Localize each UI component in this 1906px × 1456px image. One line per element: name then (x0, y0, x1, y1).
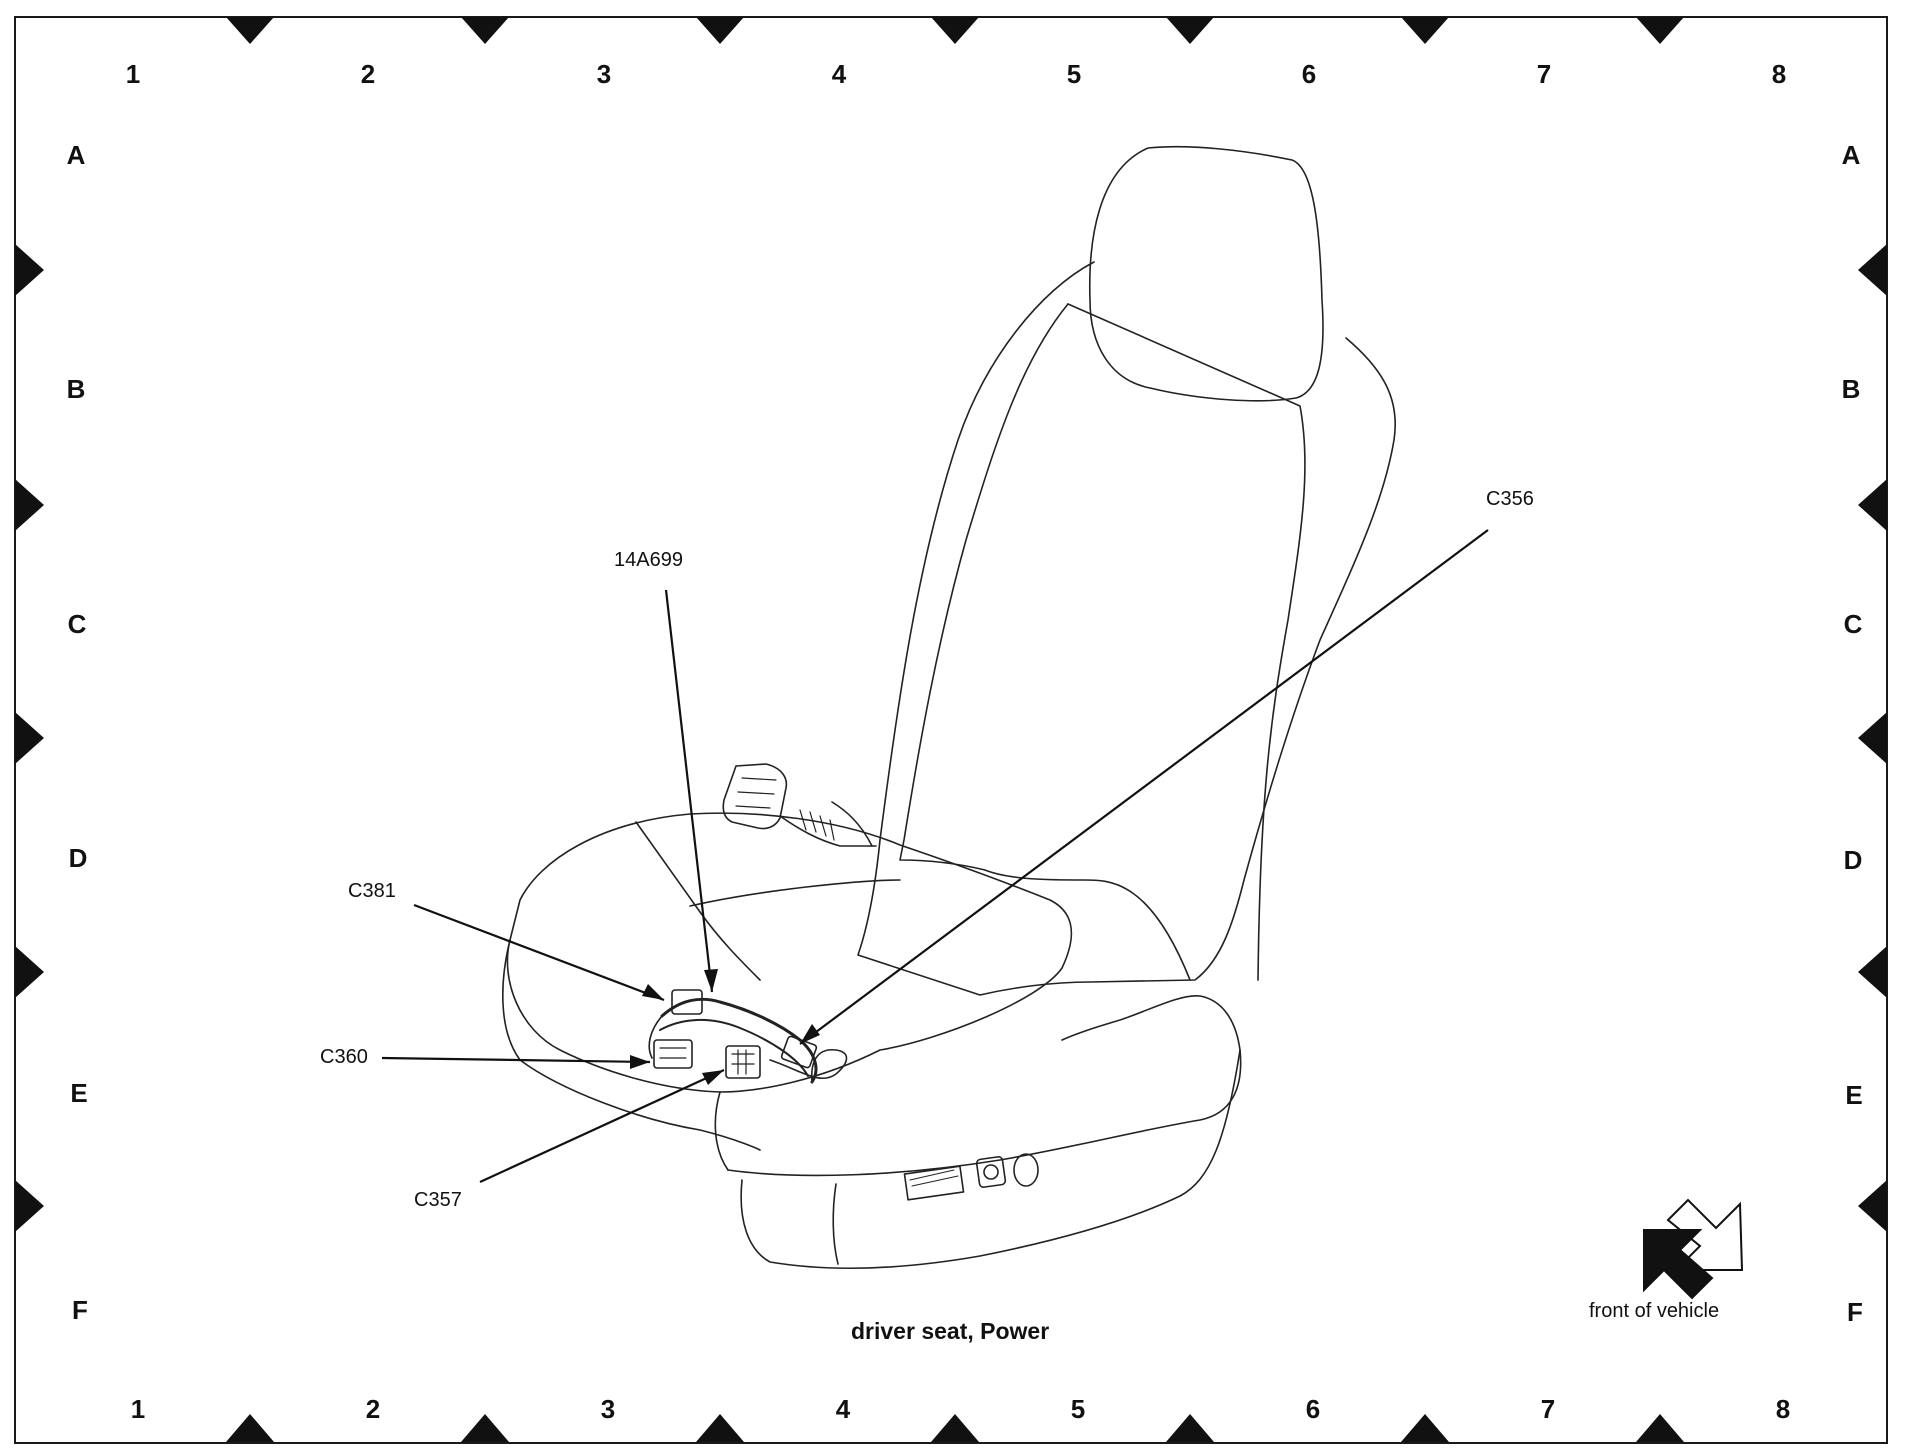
grid-row-right-e: E (1845, 1080, 1863, 1110)
connector-c381 (671, 989, 703, 1015)
connector-c360 (653, 1039, 693, 1069)
callout-c381: C381 (348, 880, 396, 902)
leader-c357 (479, 1069, 725, 1183)
diagram-caption: driver seat, Power (851, 1318, 1050, 1344)
frame-diamond-top-1 (226, 17, 274, 44)
connector-c357 (725, 1045, 761, 1079)
frame-diamond-bottom-2 (461, 1414, 509, 1442)
seat-base (727, 995, 1242, 1177)
leader-14a699 (664, 589, 714, 993)
grid-col-bottom-7: 7 (1540, 1394, 1556, 1424)
frame-diamond-top-5 (1166, 17, 1214, 44)
callout-c356: C356 (1486, 488, 1534, 510)
leader-c356 (799, 529, 1489, 1045)
wiring-harness (660, 997, 818, 1084)
frame-diamond-bottom-3 (696, 1414, 744, 1442)
grid-col-top-3: 3 (596, 59, 612, 89)
arrowhead-14a699 (704, 969, 718, 992)
seat-belt-buckle (722, 763, 788, 830)
grid-row-left-f: F (72, 1295, 88, 1325)
grid-col-top-2: 2 (360, 59, 376, 89)
grid-col-bottom-8: 8 (1775, 1394, 1791, 1424)
front-of-vehicle-arrow (1643, 1198, 1744, 1300)
grid-col-bottom-1: 1 (130, 1394, 146, 1424)
grid-col-top-6: 6 (1301, 59, 1317, 89)
arrowhead-c356 (800, 1024, 820, 1044)
arrowhead-c360 (630, 1055, 650, 1069)
frame-diamond-top-2 (461, 17, 509, 44)
frame-diamond-right-3 (1858, 712, 1887, 764)
seat-back-outer (857, 261, 1396, 996)
frame-diamond-top-4 (931, 17, 979, 44)
frame-diamond-right-5 (1858, 1180, 1887, 1232)
frame-diamond-left-2 (15, 479, 44, 531)
front-of-vehicle-label: front of vehicle (1589, 1300, 1720, 1322)
frame-diamond-markers (15, 17, 1887, 1442)
arrowhead-c357 (702, 1070, 724, 1085)
grid-row-right-b: B (1841, 374, 1861, 404)
leader-c360 (381, 1056, 651, 1064)
callout-c357: C357 (414, 1189, 462, 1211)
grid-col-top-8: 8 (1771, 59, 1787, 89)
frame-diamond-top-3 (696, 17, 744, 44)
grid-row-right-f: F (1847, 1297, 1863, 1327)
arrowhead-c381 (642, 984, 664, 1000)
frame-diamond-bottom-4 (931, 1414, 979, 1442)
seat-switch-panel (903, 1165, 965, 1201)
frame-diamond-left-1 (15, 244, 44, 296)
grid-col-bottom-4: 4 (835, 1394, 851, 1424)
grid-col-bottom-3: 3 (600, 1394, 616, 1424)
frame-diamond-left-5 (15, 1180, 44, 1232)
grid-row-left-b: B (66, 374, 86, 404)
frame-diamond-left-3 (15, 712, 44, 764)
callout-c360: C360 (320, 1046, 368, 1068)
grid-row-right-a: A (1841, 140, 1861, 170)
frame-diamond-right-1 (1858, 244, 1887, 296)
frame-diamond-bottom-7 (1636, 1414, 1684, 1442)
frame-diamond-top-6 (1401, 17, 1449, 44)
grid-row-left-c: C (67, 609, 87, 639)
seat-back-panel (899, 303, 1191, 981)
grid-col-top-5: 5 (1066, 59, 1082, 89)
grid-row-left-e: E (70, 1078, 88, 1108)
seat-cushion-top (506, 812, 1073, 1093)
grid-col-top-4: 4 (831, 59, 847, 89)
grid-col-bottom-5: 5 (1070, 1394, 1086, 1424)
leader-c381 (413, 903, 665, 1002)
frame-diamond-right-4 (1858, 946, 1887, 998)
headrest (1088, 145, 1324, 402)
frame-diamond-bottom-6 (1401, 1414, 1449, 1442)
callout-14a699: 14A699 (614, 549, 683, 571)
seat-knob (1013, 1153, 1039, 1187)
frame-diamond-left-4 (15, 946, 44, 998)
seat-cushion-side (502, 939, 761, 1151)
grid-col-bottom-2: 2 (365, 1394, 381, 1424)
frame-diamond-bottom-1 (226, 1414, 274, 1442)
frame-diamond-bottom-5 (1166, 1414, 1214, 1442)
grid-col-bottom-6: 6 (1305, 1394, 1321, 1424)
grid-col-top-1: 1 (125, 59, 141, 89)
grid-row-left-d: D (68, 843, 88, 873)
grid-row-right-c: C (1843, 609, 1863, 639)
frame-diamond-right-2 (1858, 479, 1887, 531)
grid-row-left-a: A (66, 140, 86, 170)
grid-row-right-d: D (1843, 845, 1863, 875)
grid-col-top-7: 7 (1536, 59, 1552, 89)
frame-diamond-top-7 (1636, 17, 1684, 44)
